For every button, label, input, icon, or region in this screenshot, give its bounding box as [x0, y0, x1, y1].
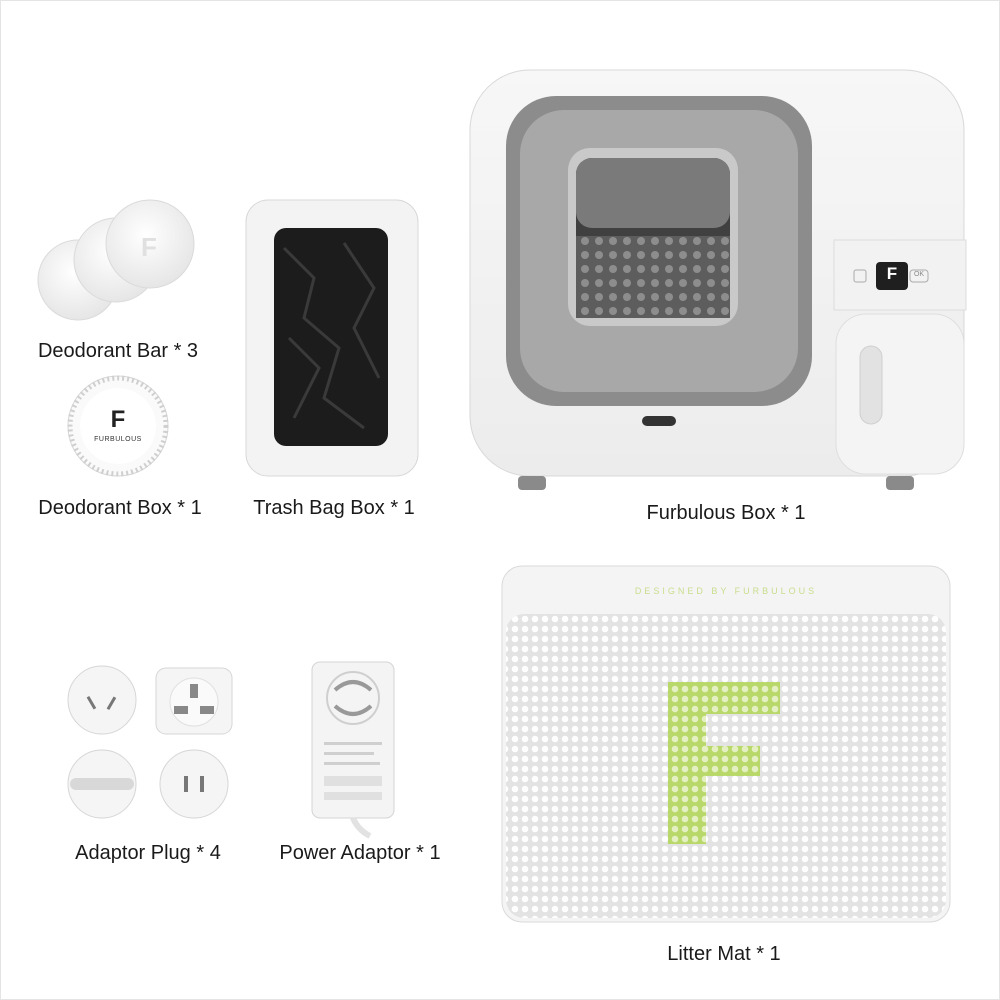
furbulous-box-image: F OK [466, 66, 968, 492]
litter-mat-tagline: DESIGNED BY FURBULOUS [634, 586, 818, 596]
adaptor-plugs-image [66, 660, 238, 824]
trash-bag-box-image [244, 198, 420, 478]
litter-mat-label: Litter Mat * 1 [667, 943, 781, 965]
deodorant-bar-label: Deodorant Bar * 3 [37, 340, 199, 362]
furbulous-box-label: Furbulous Box * 1 [646, 502, 806, 524]
trash-bag-box-label: Trash Bag Box * 1 [253, 497, 415, 519]
deodorant-bars-image: F [36, 196, 196, 326]
power-adaptor-image [310, 660, 396, 840]
svg-text:F: F [141, 232, 157, 262]
deodorant-box-logo-letter: F [110, 406, 126, 433]
furbulous-panel-letter: F [886, 264, 898, 283]
furbulous-ok-button-text: OK [913, 271, 925, 278]
power-adaptor-label: Power Adaptor * 1 [279, 842, 441, 864]
litter-mat-image: DESIGNED BY FURBULOUS [500, 564, 952, 924]
deodorant-box-logo-text: FURBULOUS [94, 436, 142, 443]
adaptor-plug-label: Adaptor Plug * 4 [75, 842, 221, 864]
deodorant-box-image: F FURBULOUS [66, 374, 170, 478]
deodorant-box-label: Deodorant Box * 1 [38, 497, 202, 519]
